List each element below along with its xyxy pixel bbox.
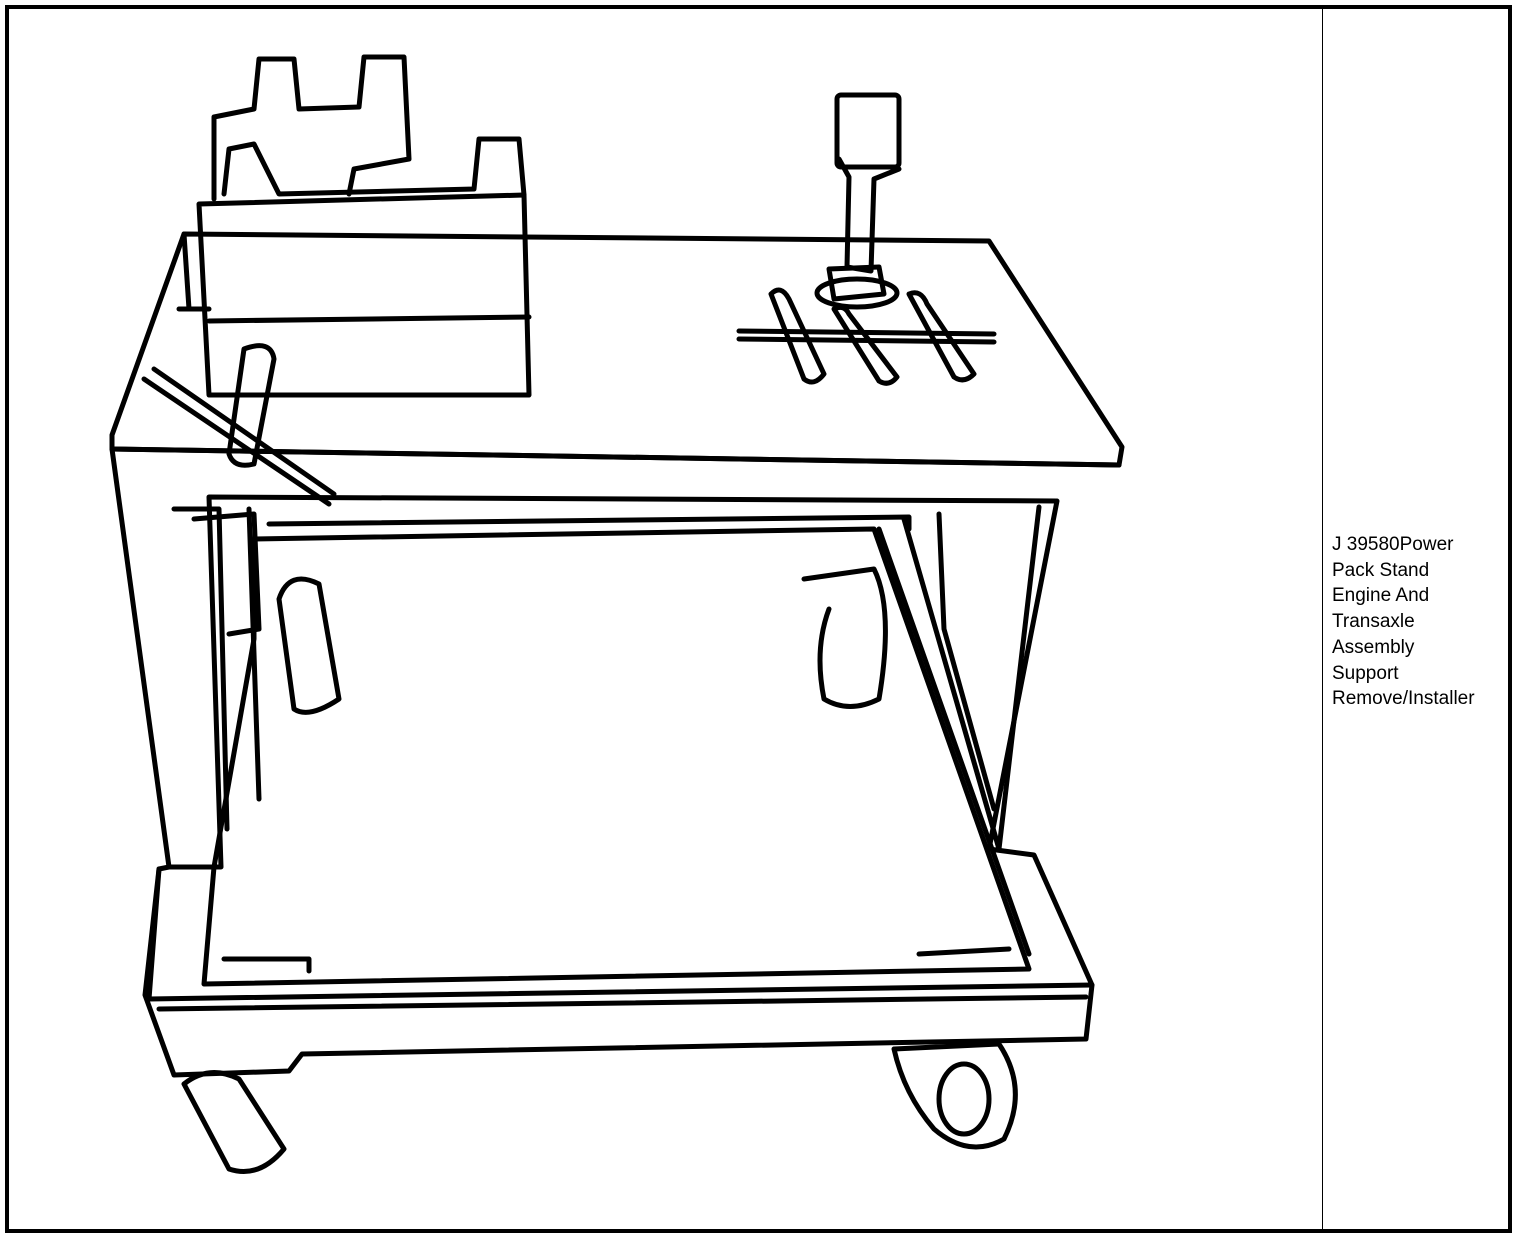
support-fixture (176, 54, 532, 398)
caption-line: Engine And (1332, 585, 1430, 607)
figure-frame: J 39580Power Pack Stand Engine And Trans… (5, 5, 1512, 1233)
caption-line: Remove/Installer (1332, 688, 1475, 710)
caption-line: Transaxle (1332, 611, 1415, 633)
caption-line: J 39580Power (1332, 534, 1454, 555)
caster-wheels (181, 566, 1018, 1174)
stand-frame (109, 446, 1095, 1078)
table-top (109, 231, 1125, 468)
power-pack-stand-illustration (109, 54, 1125, 1174)
caption-divider (1322, 9, 1323, 1229)
caption-line: Support (1332, 662, 1399, 684)
adjusting-screw (736, 92, 997, 386)
figure-caption: J 39580Power Pack Stand Engine And Trans… (1332, 532, 1502, 712)
caption-line: Pack Stand (1332, 559, 1430, 581)
caption-line: Assembly (1332, 636, 1415, 658)
t-handle (141, 343, 337, 507)
